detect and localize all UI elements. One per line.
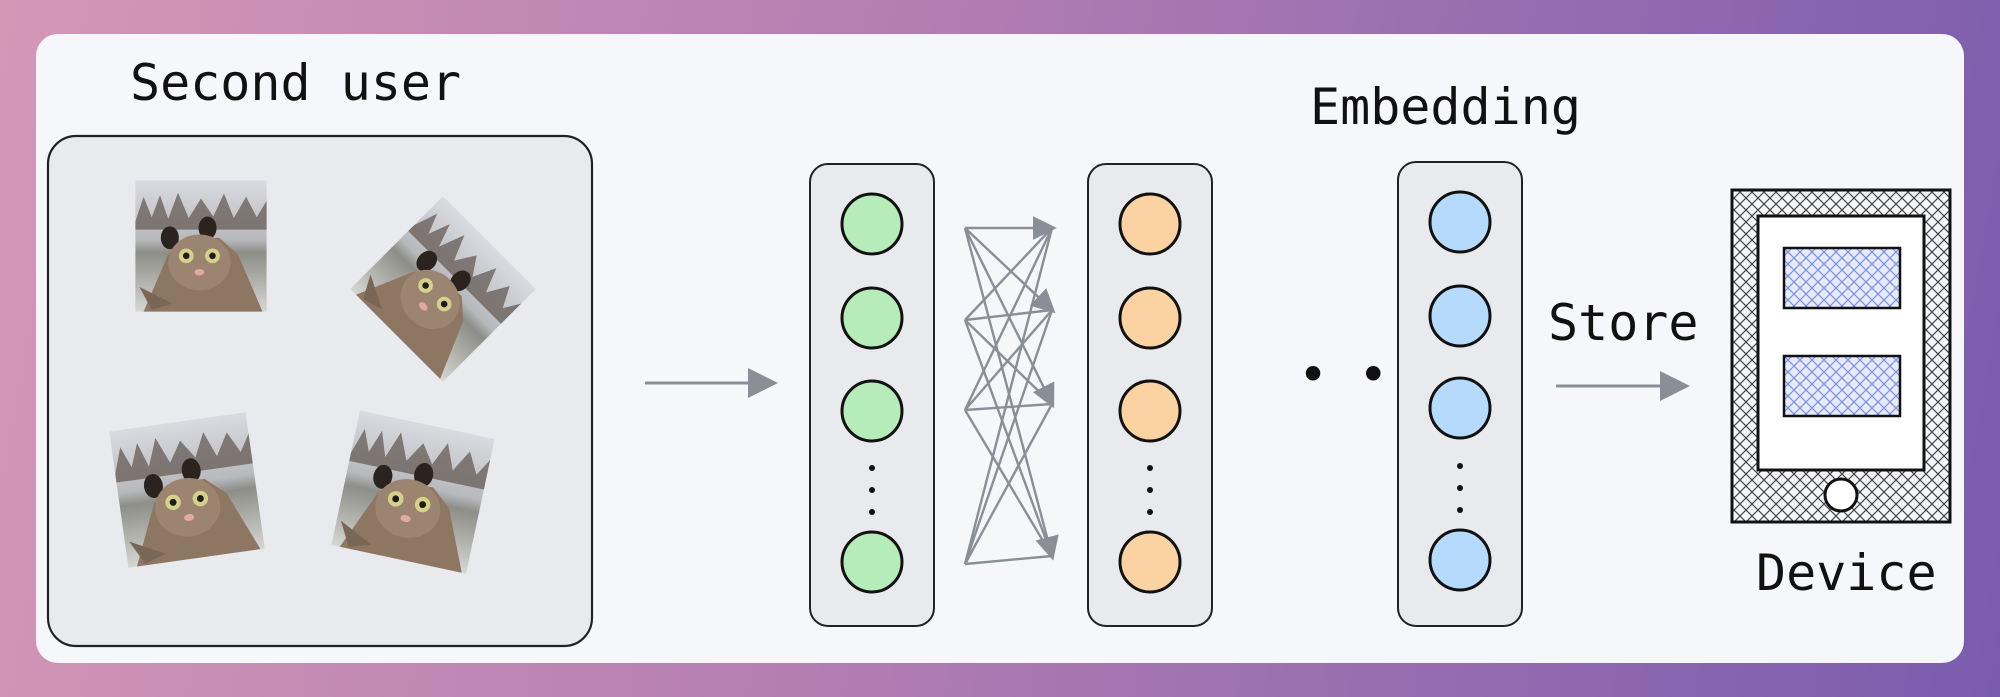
cat-dogs-photo-original xyxy=(135,180,267,312)
dot xyxy=(869,465,875,471)
layer-connections xyxy=(963,216,1059,566)
layer-2-nodes xyxy=(1118,192,1182,594)
dot xyxy=(1147,487,1153,493)
node xyxy=(1118,286,1182,350)
embedding-nodes xyxy=(1428,190,1492,592)
device-label: Device xyxy=(1756,544,1937,602)
dot xyxy=(869,487,875,493)
node xyxy=(840,530,904,594)
dot xyxy=(1457,507,1463,513)
cat-dogs-photo-rotated-neg8 xyxy=(109,412,265,568)
embedding-label: Embedding xyxy=(1310,78,1581,136)
node xyxy=(1118,379,1182,443)
dot xyxy=(1147,465,1153,471)
node xyxy=(840,286,904,350)
image-panel xyxy=(46,134,594,648)
dot xyxy=(1457,463,1463,469)
dot xyxy=(1457,485,1463,491)
left-title: Second user xyxy=(130,54,461,112)
node xyxy=(1118,530,1182,594)
store-label: Store xyxy=(1548,294,1699,352)
node xyxy=(1428,190,1492,254)
dot xyxy=(869,509,875,515)
node xyxy=(1428,284,1492,348)
device-icon xyxy=(1730,188,1952,524)
node xyxy=(1118,192,1182,256)
dot xyxy=(1147,509,1153,515)
node xyxy=(1428,528,1492,592)
node xyxy=(1428,376,1492,440)
node xyxy=(840,192,904,256)
layer-1-nodes xyxy=(840,192,904,594)
cat-dogs-photo-rotated-12 xyxy=(331,410,495,574)
node xyxy=(840,379,904,443)
